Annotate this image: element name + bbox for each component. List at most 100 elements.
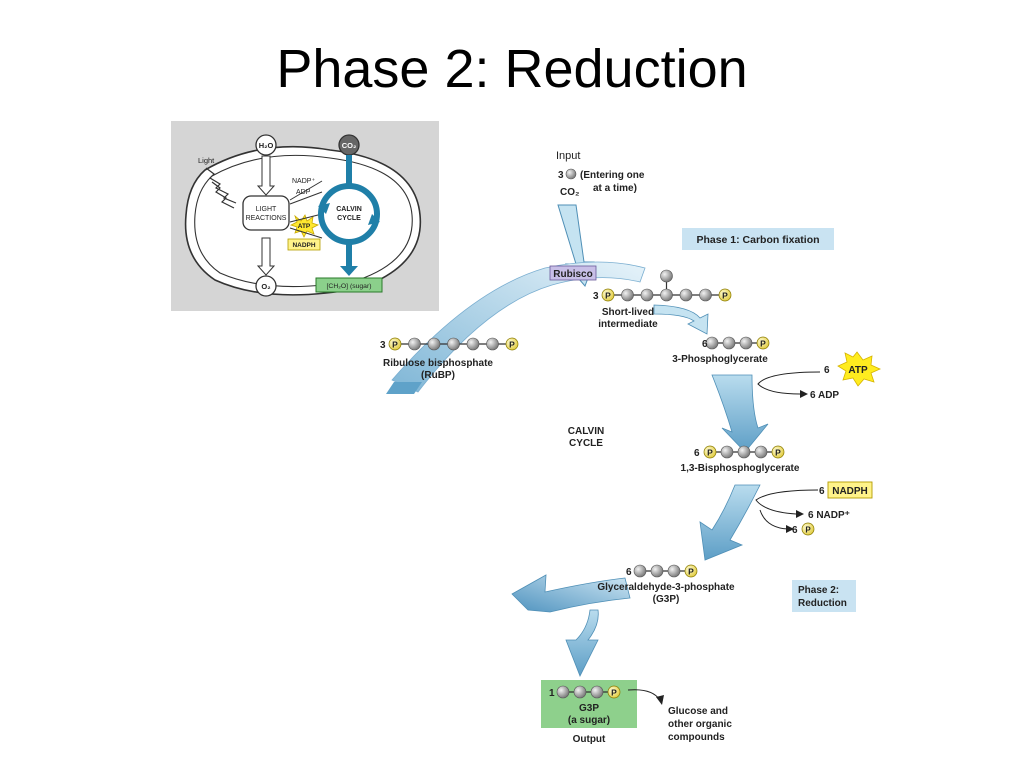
- carbon-ball: [486, 337, 499, 351]
- input-note-1: (Entering one: [580, 170, 645, 181]
- carbon-ball: [640, 288, 654, 302]
- inset-co2-label: CO₂: [342, 141, 357, 150]
- carbon-ball: [722, 336, 736, 350]
- inset-calvin-2: CYCLE: [337, 215, 361, 222]
- input-label: Input: [556, 150, 580, 162]
- phase2-label-1: Phase 2:: [798, 585, 839, 596]
- intermediate-label-2: intermediate: [598, 319, 658, 330]
- input-co2: CO₂: [560, 187, 579, 198]
- calvin-cycle-labels: Input 3 (Entering one at a time) CO₂ Pha…: [380, 150, 881, 745]
- cycle-arrows: [386, 204, 769, 677]
- intermediate-label-1: Short-lived: [602, 307, 654, 318]
- phase1-label: Phase 1: Carbon fixation: [696, 234, 819, 246]
- rubisco-box: [549, 265, 597, 281]
- inset-nadph-box: [287, 238, 321, 251]
- pga-molecule: P: [705, 336, 770, 350]
- output-label-1: G3P: [579, 703, 599, 714]
- carbon-ball: [720, 445, 734, 459]
- inset-light-reactions-2: REACTIONS: [246, 215, 287, 222]
- inset-sugar-box: [315, 277, 383, 293]
- h2o-circle: [255, 134, 277, 156]
- carbon-ball: [573, 685, 587, 699]
- adp-label: 6 ADP: [810, 390, 839, 401]
- calvin-ring-arrowhead-right: [368, 214, 380, 225]
- adp-arrowhead: [800, 390, 808, 398]
- carbon-ball: [737, 445, 751, 459]
- g3p-label-1: Glyceraldehyde-3-phosphate: [597, 582, 735, 593]
- inset-calvin-1: CALVIN: [336, 206, 362, 213]
- carbon-ball: [556, 685, 570, 699]
- nadp-arrowhead: [796, 510, 804, 518]
- calvin-cycle-ring: [318, 183, 380, 245]
- glucose-label-1: Glucose and: [668, 706, 728, 717]
- atp-label: ATP: [848, 365, 868, 376]
- rubp-label-1: Ribulose bisphosphate: [383, 358, 493, 369]
- nadph-label: NADPH: [832, 486, 868, 497]
- phosphate-label: P: [611, 688, 617, 698]
- carbon-ball: [705, 336, 719, 350]
- calvin-label-2: CYCLE: [569, 438, 603, 449]
- atp-count: 6: [824, 365, 830, 376]
- pi-ball: [801, 522, 815, 536]
- carbon-ball: [427, 337, 441, 351]
- phosphate-label: P: [760, 339, 766, 349]
- pi-arrowhead: [786, 525, 794, 533]
- carbon-ball: [754, 445, 768, 459]
- phosphate-ball: [703, 445, 717, 459]
- input-note-2: at a time): [593, 183, 637, 194]
- phosphate-ball: [684, 564, 698, 578]
- calvin-label-1: CALVIN: [568, 426, 604, 437]
- pi-curve-arrow: [759, 509, 789, 530]
- intermediate-count: 3: [593, 291, 599, 302]
- carbon-ball: [650, 564, 664, 578]
- regeneration-arc: [391, 261, 646, 393]
- glucose-arrowhead: [656, 695, 664, 705]
- rubp-arc-tail: [386, 382, 422, 394]
- carbon-ball: [699, 288, 712, 302]
- input-count: 3: [558, 170, 564, 181]
- rubp-label-2: (RuBP): [421, 370, 455, 381]
- carbon-ball: [590, 685, 604, 699]
- pi-label: P: [805, 526, 811, 535]
- phosphate-ball: [601, 288, 615, 302]
- o2-circle: [255, 275, 277, 297]
- output-arrow: [565, 609, 599, 677]
- atp-curve-arrow: [757, 371, 821, 395]
- inset-nadp-label: NADP⁺: [292, 178, 315, 185]
- nadp-arrow: [289, 180, 323, 201]
- inset-light-reactions-1: LIGHT: [256, 206, 277, 213]
- carbon-ball: [621, 288, 634, 302]
- phosphate-ball: [607, 685, 621, 699]
- light-reactions-box: [242, 195, 290, 231]
- nadph-arrow: [289, 227, 323, 239]
- g3p-count: 6: [626, 567, 632, 578]
- o2-arrow: [256, 237, 276, 276]
- phosphate-ball: [771, 445, 785, 459]
- atp-step-arrow: [711, 374, 769, 453]
- sugar-arrowhead: [340, 266, 358, 276]
- glucose-label-3: compounds: [668, 732, 725, 743]
- pga-count: 6: [702, 339, 708, 350]
- output-box: [541, 680, 637, 728]
- pi-count: 6: [792, 525, 798, 536]
- output-label-2: (a sugar): [568, 715, 610, 726]
- phosphate-ball: [756, 336, 770, 350]
- bpg-count: 6: [694, 448, 700, 459]
- inset-o2-label: O₂: [261, 282, 270, 291]
- phosphate-label: P: [775, 448, 781, 458]
- carbon-ball: [739, 336, 753, 350]
- output-molecule: P: [556, 685, 621, 699]
- nadph-count: 6: [819, 486, 825, 497]
- nadph-step-arrow: [699, 484, 761, 561]
- carbon-ball: [679, 288, 693, 302]
- phosphate-label: P: [392, 340, 398, 350]
- g3p-molecule: P: [633, 564, 698, 578]
- carbon-ball: [633, 564, 647, 578]
- phosphate-label: P: [605, 291, 611, 301]
- pga-label: 3-Phosphoglycerate: [672, 354, 768, 365]
- carbon-ball: [660, 269, 673, 283]
- glucose-label-2: other organic: [668, 719, 732, 730]
